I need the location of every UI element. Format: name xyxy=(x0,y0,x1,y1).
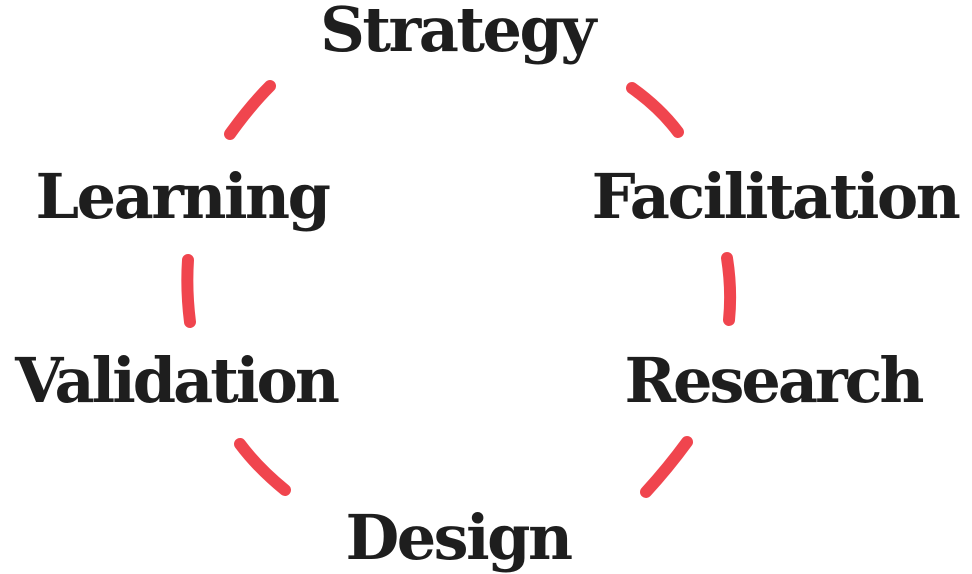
stage-label-design: Design xyxy=(345,501,573,574)
stage-label-learning: Learning xyxy=(35,160,331,233)
arc-design-to-validation xyxy=(234,438,291,496)
arc-research-to-design xyxy=(640,436,693,498)
arc-learning-to-strategy xyxy=(224,80,276,140)
stage-label-validation: Validation xyxy=(15,344,340,417)
arc-validation-to-learning xyxy=(181,254,196,328)
stage-label-strategy: Strategy xyxy=(320,0,596,66)
stage-label-facilitation: Facilitation xyxy=(591,160,961,233)
stage-label-research: Research xyxy=(624,344,925,417)
arc-strategy-to-facilitation xyxy=(626,82,684,138)
arc-facilitation-to-research xyxy=(721,252,737,326)
